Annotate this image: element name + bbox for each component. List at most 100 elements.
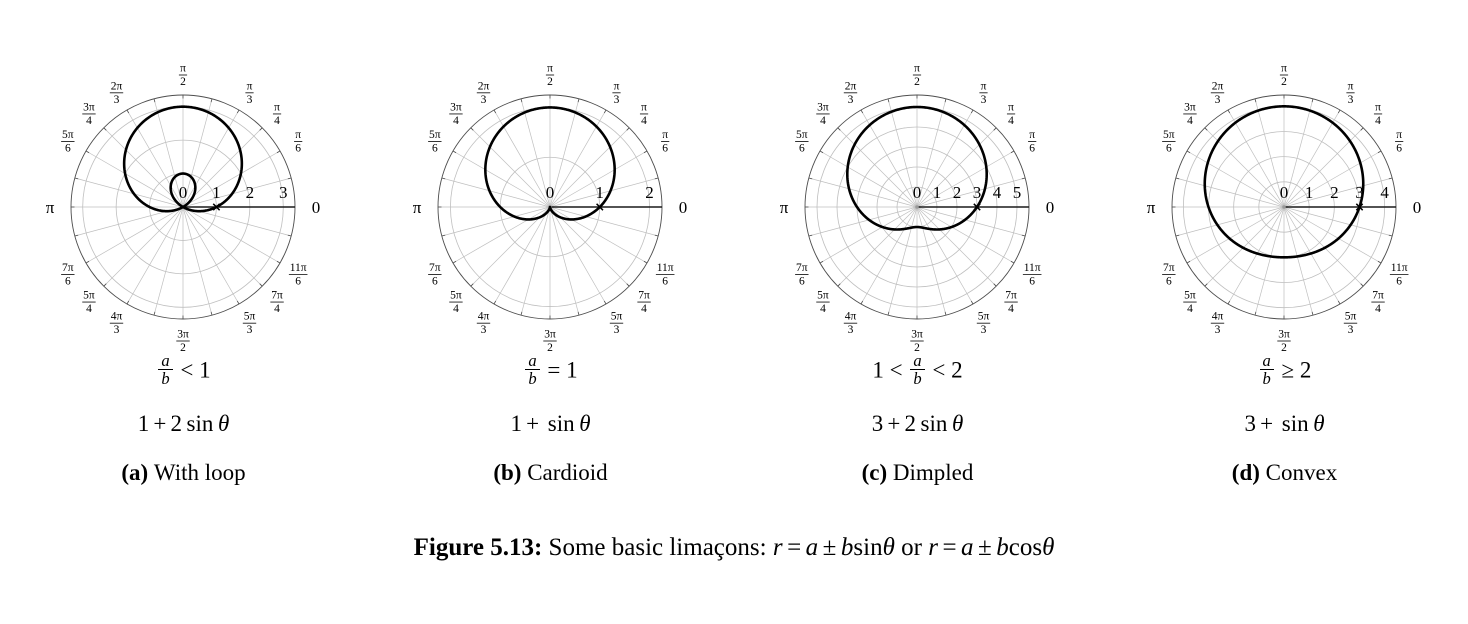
angle-label-45: π4 bbox=[1373, 101, 1383, 127]
svg-text:6: 6 bbox=[295, 276, 301, 288]
svg-text:π: π bbox=[614, 80, 620, 92]
angle-label-225: 5π4 bbox=[1183, 290, 1197, 315]
r-tick-label: 4 bbox=[993, 183, 1002, 202]
angle-label-300: 5π3 bbox=[242, 311, 257, 336]
svg-text:3π: 3π bbox=[817, 101, 829, 113]
angle-label-225: 5π4 bbox=[82, 290, 96, 315]
svg-text:2π: 2π bbox=[111, 80, 123, 92]
ratio-denominator: b bbox=[910, 369, 925, 388]
svg-text:3: 3 bbox=[981, 94, 987, 106]
eq-plus: + bbox=[153, 410, 167, 436]
svg-text:π: π bbox=[780, 198, 789, 217]
svg-text:π: π bbox=[914, 63, 920, 75]
svg-text:6: 6 bbox=[799, 143, 805, 155]
svg-text:3: 3 bbox=[481, 94, 487, 106]
svg-text:7π: 7π bbox=[1005, 290, 1017, 302]
svg-text:π: π bbox=[981, 80, 987, 92]
svg-text:4: 4 bbox=[86, 115, 92, 127]
subfigure-label: (d) bbox=[1231, 459, 1260, 485]
angle-label-180: π bbox=[46, 198, 55, 217]
svg-text:6: 6 bbox=[295, 143, 301, 155]
svg-text:5π: 5π bbox=[429, 129, 441, 141]
angle-label-150: 5π6 bbox=[428, 129, 442, 155]
caption-formula1-pm: ± bbox=[822, 534, 837, 561]
subfigure-caption-d: (d) Convex bbox=[1101, 461, 1468, 484]
svg-text:3π: 3π bbox=[83, 101, 95, 113]
ratio-value: 1 bbox=[199, 357, 211, 383]
svg-text:6: 6 bbox=[65, 276, 71, 288]
caption-formula2-a: a bbox=[961, 534, 974, 561]
angle-label-150: 5π6 bbox=[61, 129, 75, 155]
figure-caption: Figure 5.13: Some basic limaçons: r=a±bs… bbox=[0, 534, 1468, 562]
svg-text:π: π bbox=[295, 129, 301, 141]
svg-text:3π: 3π bbox=[544, 329, 556, 341]
ratio-denominator: b bbox=[525, 369, 540, 388]
svg-text:6: 6 bbox=[1396, 143, 1402, 155]
angle-label-135: 3π4 bbox=[449, 101, 463, 127]
svg-text:6: 6 bbox=[432, 276, 438, 288]
eq-coefficient: 2 bbox=[904, 410, 916, 436]
svg-text:4: 4 bbox=[1375, 115, 1381, 127]
svg-text:4π: 4π bbox=[845, 311, 857, 323]
angle-label-0: 0 bbox=[312, 198, 321, 217]
polar-origin-dot bbox=[1282, 205, 1286, 209]
r-tick-label: 0 bbox=[179, 183, 188, 202]
subfigure-label: (b) bbox=[493, 459, 522, 485]
r-tick-label: 1 bbox=[596, 183, 605, 202]
angle-label-30: π6 bbox=[661, 129, 670, 155]
angle-label-60: π3 bbox=[979, 80, 988, 106]
angle-label-0: 0 bbox=[679, 198, 688, 217]
svg-text:4π: 4π bbox=[1212, 311, 1224, 323]
svg-text:6: 6 bbox=[1166, 276, 1172, 288]
svg-text:π: π bbox=[274, 101, 280, 113]
r-tick-label: 5 bbox=[1013, 183, 1022, 202]
angle-label-300: 5π3 bbox=[1343, 311, 1358, 336]
svg-text:7π: 7π bbox=[796, 262, 808, 274]
angle-label-210: 7π6 bbox=[1162, 262, 1176, 288]
angle-label-135: 3π4 bbox=[816, 101, 830, 127]
svg-text:π: π bbox=[1396, 129, 1402, 141]
svg-text:5π: 5π bbox=[611, 311, 623, 323]
equation-a: 1+2 sin θ bbox=[0, 412, 367, 435]
polar-angle-ticks bbox=[1172, 95, 1396, 319]
angle-label-60: π3 bbox=[245, 80, 254, 106]
eq-function: sin bbox=[181, 410, 214, 436]
ratio-numerator: a bbox=[1262, 351, 1271, 370]
svg-text:π: π bbox=[1029, 129, 1035, 141]
angle-label-225: 5π4 bbox=[816, 290, 830, 315]
r-tick-label: 0 bbox=[546, 183, 555, 202]
angle-label-150: 5π6 bbox=[795, 129, 809, 155]
eq-theta: θ bbox=[1308, 410, 1325, 436]
angle-label-30: π6 bbox=[1395, 129, 1404, 155]
svg-text:3π: 3π bbox=[911, 329, 923, 341]
angle-label-240: 4π3 bbox=[109, 311, 124, 336]
svg-text:4: 4 bbox=[641, 303, 647, 315]
svg-text:π: π bbox=[46, 198, 55, 217]
caption-formula1-b: b bbox=[840, 534, 854, 561]
figure-caption-text: Some basic limaçons: bbox=[548, 534, 767, 561]
svg-text:6: 6 bbox=[662, 276, 668, 288]
svg-text:π: π bbox=[662, 129, 668, 141]
angle-label-120: 2π3 bbox=[843, 80, 858, 106]
angle-label-45: π4 bbox=[1006, 101, 1016, 127]
angle-label-270: 3π2 bbox=[910, 329, 924, 354]
svg-text:3: 3 bbox=[614, 94, 620, 106]
angle-label-60: π3 bbox=[612, 80, 621, 106]
angle-label-135: 3π4 bbox=[82, 101, 96, 127]
svg-text:7π: 7π bbox=[271, 290, 283, 302]
ratio-prefix: 1 < bbox=[872, 357, 903, 383]
angle-label-120: 2π3 bbox=[1210, 80, 1225, 106]
angle-label-315: 7π4 bbox=[1004, 290, 1018, 315]
svg-text:π: π bbox=[1008, 101, 1014, 113]
